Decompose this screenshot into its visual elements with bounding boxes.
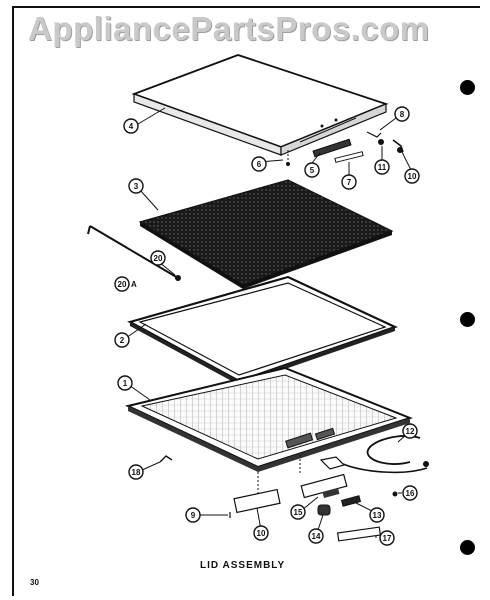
callout-17: 17 (379, 530, 395, 546)
lid-hardware (286, 131, 404, 166)
page-number: 30 (30, 578, 39, 587)
callout-2: 2 (114, 332, 130, 348)
lid-top-panel (131, 54, 389, 156)
callout-10-lower: 10 (253, 525, 269, 541)
callout-4: 4 (123, 118, 139, 134)
callout-6: 6 (251, 156, 267, 172)
callout-7: 7 (341, 174, 357, 190)
light-switch-hardware (159, 435, 429, 542)
svg-text:17: 17 (383, 534, 392, 543)
callout-16: 16 (402, 485, 418, 501)
svg-text:4: 4 (129, 122, 134, 131)
binder-hole-bottom (460, 540, 475, 555)
callout-14: 14 (308, 528, 324, 544)
lid-insulation-mesh (138, 179, 394, 289)
callout-5: 5 (304, 162, 320, 178)
lid-rod-assembly (87, 225, 181, 281)
callout-13: 13 (369, 507, 385, 523)
callout-20: 20 (150, 250, 166, 266)
svg-text:16: 16 (406, 489, 415, 498)
binder-hole-middle (460, 312, 475, 327)
svg-text:10: 10 (257, 529, 266, 538)
diagram-caption: LID ASSEMBLY (200, 560, 286, 571)
lid-liner (125, 366, 413, 472)
callout-1: 1 (117, 375, 133, 391)
svg-text:6: 6 (257, 160, 262, 169)
svg-text:7: 7 (347, 178, 352, 187)
svg-text:1: 1 (123, 379, 128, 388)
svg-text:8: 8 (400, 110, 405, 119)
binder-hole-top (460, 80, 475, 95)
callout-11: 11 (374, 159, 390, 175)
callout-10: 10 (404, 168, 420, 184)
callout-20a: 20 A (114, 276, 137, 292)
svg-text:20: 20 (118, 280, 127, 289)
svg-text:12: 12 (406, 427, 415, 436)
svg-text:2: 2 (120, 336, 125, 345)
svg-text:13: 13 (373, 511, 382, 520)
svg-text:3: 3 (134, 182, 139, 191)
svg-text:11: 11 (378, 163, 387, 172)
page-frame (12, 6, 480, 596)
callout-18: 18 (128, 464, 144, 480)
lid-gasket (127, 275, 398, 385)
svg-text:5: 5 (310, 166, 315, 175)
svg-text:9: 9 (191, 511, 196, 520)
callout-12: 12 (402, 423, 418, 439)
svg-text:20: 20 (154, 254, 163, 263)
watermark: AppliancePartsPros.com (28, 10, 430, 47)
callout-8: 8 (394, 106, 410, 122)
svg-text:15: 15 (294, 508, 303, 517)
callout-9: 9 (185, 507, 201, 523)
svg-text:14: 14 (312, 532, 321, 541)
callout-15: 15 (290, 504, 306, 520)
svg-text:10: 10 (408, 172, 417, 181)
callout-leaders (125, 107, 412, 538)
callout-3: 3 (128, 178, 144, 194)
svg-text:18: 18 (132, 468, 141, 477)
svg-text:A: A (131, 280, 137, 289)
